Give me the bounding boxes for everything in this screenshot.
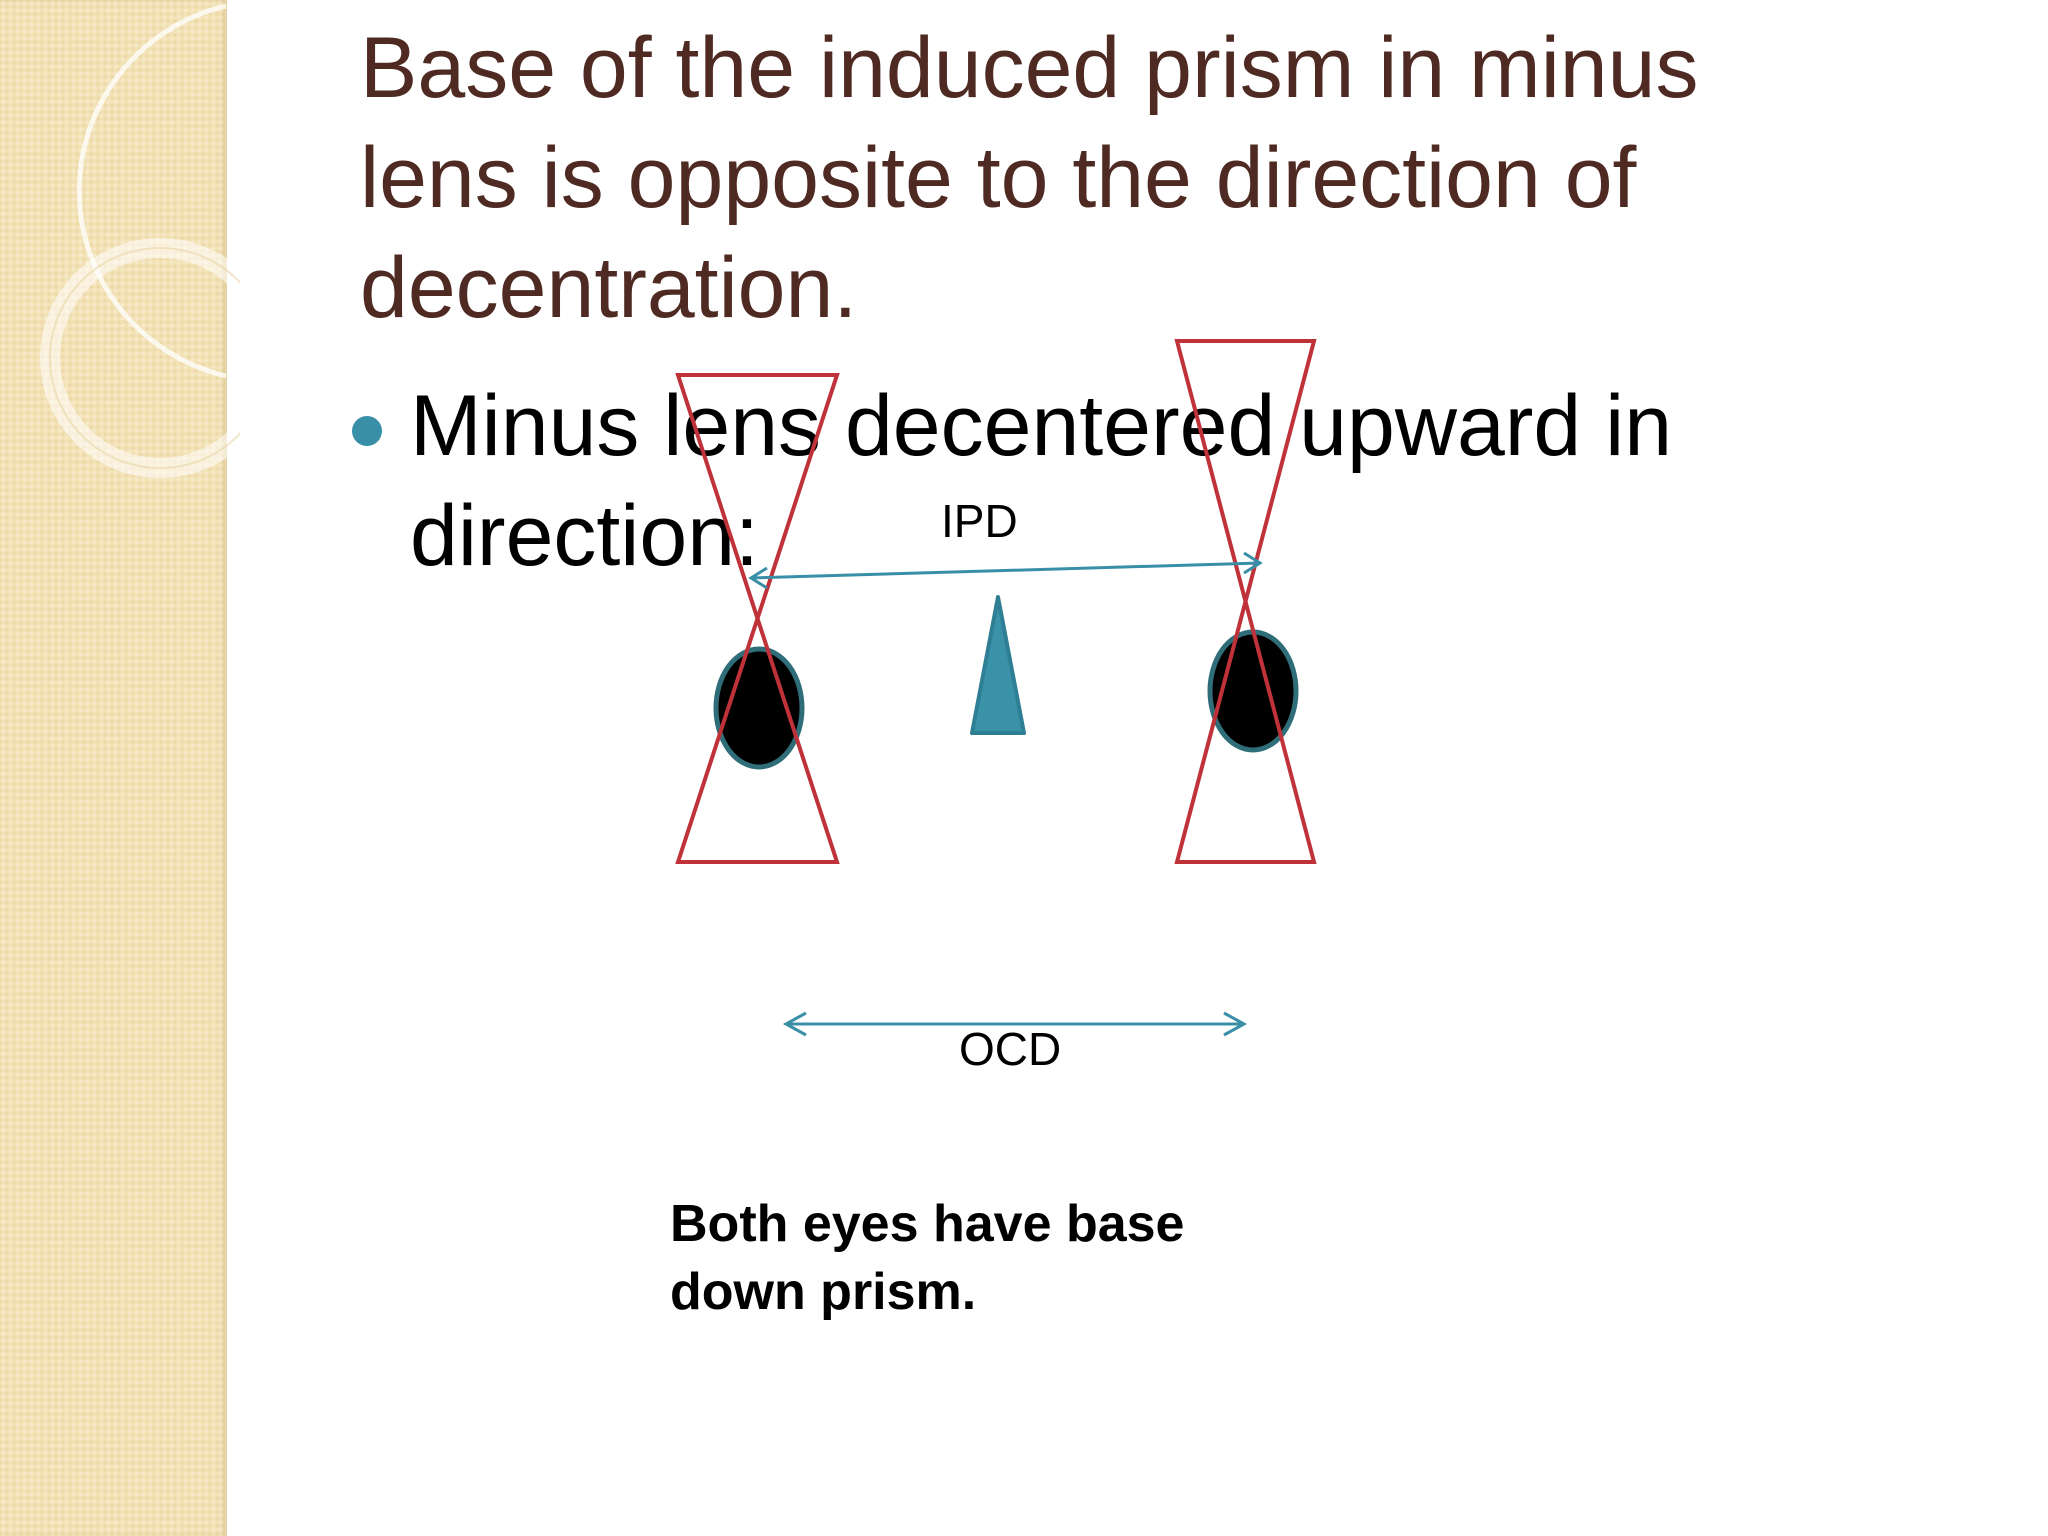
small-ring-outline — [49, 247, 240, 469]
slide-title-line-1: Base of the induced prism in minus — [360, 20, 1699, 116]
left-minus-lens-icon — [675, 373, 840, 864]
ocd-label: OCD — [959, 1023, 1062, 1075]
decorative-rings — [40, 3, 240, 478]
ocd-arrow — [782, 1011, 1248, 1037]
slide-title-line-2: lens is opposite to the direction of — [360, 130, 1637, 226]
side-band-edge — [224, 0, 227, 1536]
right-minus-lens-icon — [1174, 339, 1317, 864]
triangle-prism-icon — [970, 595, 1026, 735]
slide-title-line-3: decentration. — [360, 240, 858, 336]
right-eye — [1174, 339, 1317, 864]
caption-line-2: down prism. — [670, 1263, 977, 1321]
ipd-label: IPD — [941, 495, 1018, 547]
bullet-dot-icon — [352, 416, 382, 446]
large-ring-arc — [76, 3, 227, 379]
bullet-text-line-2: direction: — [410, 488, 759, 584]
left-eye — [675, 373, 840, 864]
bullet-text-line-1: Minus lens decentered upward in — [410, 378, 1673, 474]
ipd-arrow — [748, 551, 1263, 590]
caption-line-1: Both eyes have base — [670, 1195, 1185, 1253]
